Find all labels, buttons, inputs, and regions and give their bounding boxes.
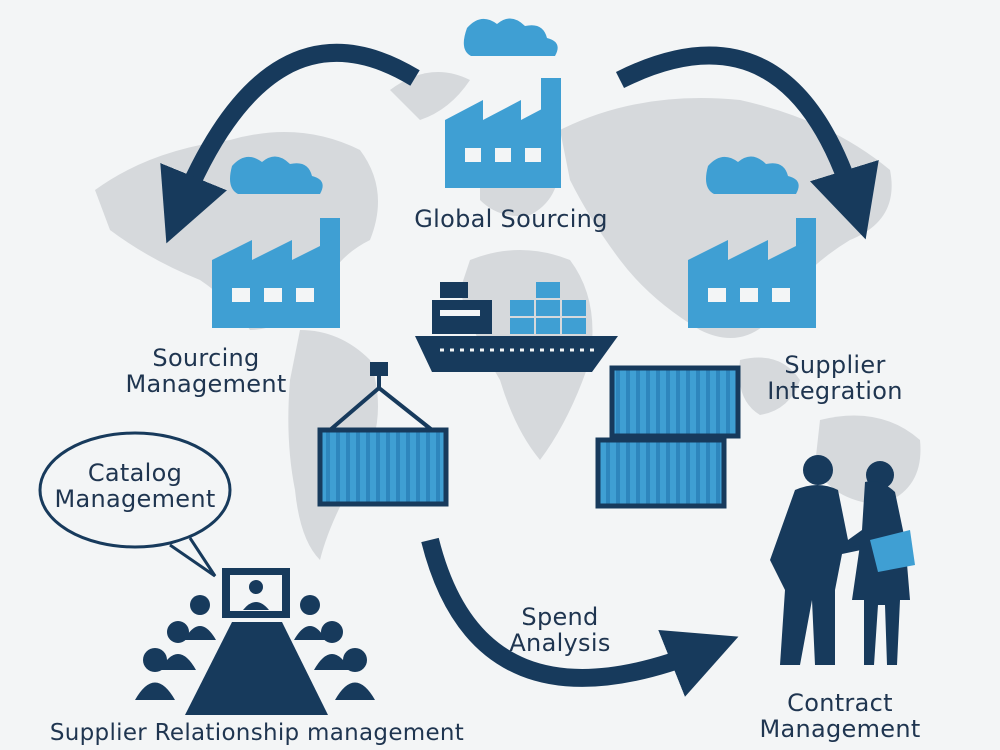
factory-icon xyxy=(445,18,561,188)
meeting-table-icon xyxy=(135,568,375,715)
factory-icon xyxy=(688,156,816,328)
contract-management-line2: Management xyxy=(759,715,921,743)
supplier-relationship-label: Supplier Relationship management xyxy=(12,720,502,746)
cycle-arrow-icon xyxy=(615,46,879,240)
catalog-management-line1: Catalog xyxy=(87,459,183,487)
supplier-integration-label: Supplier Integration xyxy=(750,352,920,404)
cycle-arrow-icon xyxy=(421,537,739,697)
sourcing-management-line1: Sourcing xyxy=(152,344,260,372)
catalog-management-label: Catalog Management xyxy=(40,460,230,512)
supplier-relationship-text: Supplier Relationship management xyxy=(49,720,465,746)
contract-management-label: Contract Management xyxy=(740,690,940,742)
factory-icon xyxy=(212,156,340,328)
handshake-icon xyxy=(770,455,915,665)
global-sourcing-text: Global Sourcing xyxy=(414,205,608,233)
global-sourcing-label: Global Sourcing xyxy=(398,206,624,232)
spend-analysis-label: Spend Analysis xyxy=(495,604,625,656)
spend-analysis-line2: Analysis xyxy=(509,629,611,657)
shipping-container-icon xyxy=(317,362,449,507)
supplier-integration-line1: Supplier xyxy=(784,351,886,379)
speech-bubble-icon xyxy=(38,431,232,578)
cargo-ship-icon xyxy=(415,282,618,372)
sourcing-management-line2: Management xyxy=(125,370,287,398)
sourcing-management-label: Sourcing Management xyxy=(108,345,304,397)
cycle-arrow-icon xyxy=(160,43,420,244)
catalog-management-line2: Management xyxy=(54,485,216,513)
supplier-integration-line2: Integration xyxy=(767,377,903,405)
spend-analysis-line1: Spend xyxy=(521,603,599,631)
contract-management-line1: Contract xyxy=(787,689,893,717)
shipping-container-icon xyxy=(595,365,741,509)
